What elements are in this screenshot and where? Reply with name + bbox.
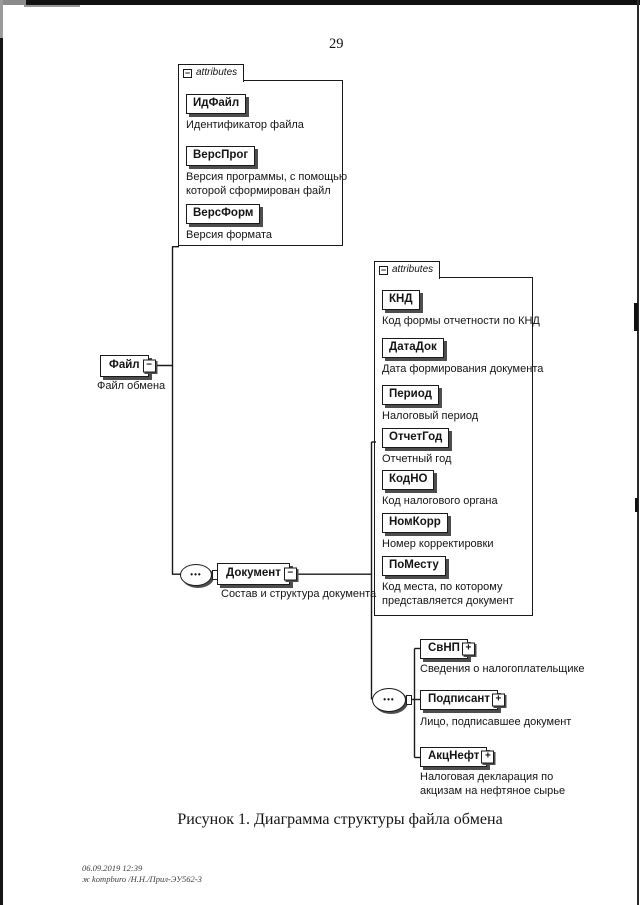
collapse-icon[interactable]: − bbox=[183, 68, 192, 78]
element-akcneft[interactable]: АкцНефт + bbox=[420, 747, 495, 767]
expand-icon[interactable]: + bbox=[481, 750, 495, 764]
attribute-datadok[interactable]: ДатаДок bbox=[382, 338, 444, 358]
scan-top-edge-gray bbox=[0, 0, 26, 5]
collapse-icon[interactable]: − bbox=[142, 359, 156, 373]
attributes-tab-label: attributes bbox=[392, 263, 434, 275]
file-attributes-tab[interactable]: − attributes bbox=[178, 64, 244, 82]
element-document-label: Документ bbox=[226, 567, 281, 579]
attribute-idfile[interactable]: ИдФайл bbox=[186, 94, 247, 114]
attribute-pomestu-description: Код места, по которому представляется до… bbox=[382, 581, 514, 607]
footer-reference: ж kompburo /Н.Н./Прил-ЭУ562-3 bbox=[82, 874, 202, 884]
attribute-versprog[interactable]: ВерсПрог bbox=[186, 146, 256, 166]
scan-right-edge bbox=[637, 0, 639, 905]
attribute-kodno[interactable]: КодНО bbox=[382, 470, 435, 490]
attribute-knd[interactable]: КНД bbox=[382, 290, 420, 310]
sequence-handle bbox=[406, 695, 412, 705]
sequence-dots: ••• bbox=[190, 570, 202, 579]
expand-icon[interactable]: + bbox=[491, 693, 505, 707]
attribute-nomkorr[interactable]: НомКорр bbox=[382, 513, 448, 533]
scan-top-edge bbox=[0, 0, 640, 5]
attribute-period[interactable]: Период bbox=[382, 385, 439, 405]
scan-left-edge-gray bbox=[0, 0, 3, 38]
element-file[interactable]: Файл − bbox=[100, 355, 156, 377]
element-document-description: Состав и структура документа bbox=[221, 588, 377, 600]
attribute-versprog-description: Версия программы, с помощью которой сфор… bbox=[186, 171, 348, 197]
element-svnp[interactable]: СвНП + bbox=[420, 639, 475, 659]
footer-datetime: 06.09.2019 12:39 bbox=[82, 863, 143, 873]
attribute-knd-description: Код формы отчетности по КНД bbox=[382, 315, 540, 327]
scan-top-smudge bbox=[24, 5, 80, 7]
element-akcneft-description: Налоговая декларация по акцизам на нефтя… bbox=[420, 771, 566, 797]
collapse-icon[interactable]: − bbox=[283, 567, 297, 581]
attribute-otchetgod-description: Отчетный год bbox=[382, 453, 452, 465]
expand-icon[interactable]: + bbox=[461, 642, 475, 656]
attribute-pomestu[interactable]: ПоМесту bbox=[382, 556, 446, 576]
sequence-icon[interactable]: ••• bbox=[180, 564, 218, 586]
attribute-idfile-description: Идентификатор файла bbox=[186, 119, 304, 131]
element-file-description: Файл обмена bbox=[97, 380, 166, 392]
document-attributes-frame bbox=[374, 277, 533, 616]
figure-caption: Рисунок 1. Диаграмма структуры файла обм… bbox=[177, 811, 503, 828]
element-podpisant[interactable]: Подписант + bbox=[420, 690, 505, 710]
element-akcneft-label: АкцНефт bbox=[428, 750, 480, 762]
element-document[interactable]: Документ − bbox=[217, 563, 297, 585]
attribute-nomkorr-description: Номер корректировки bbox=[382, 538, 494, 550]
element-file-label: Файл bbox=[109, 359, 140, 371]
document-attributes-tab[interactable]: − attributes bbox=[374, 261, 440, 279]
attribute-versform-description: Версия формата bbox=[186, 229, 272, 241]
scan-left-edge bbox=[0, 38, 3, 905]
attribute-otchetgod[interactable]: ОтчетГод bbox=[382, 428, 450, 448]
sequence-dots: ••• bbox=[383, 695, 395, 704]
attributes-tab-label: attributes bbox=[196, 66, 238, 78]
scan-right-mark bbox=[634, 303, 638, 331]
collapse-icon[interactable]: − bbox=[379, 265, 388, 275]
page-number: 29 bbox=[329, 36, 344, 52]
attribute-datadok-description: Дата формирования документа bbox=[382, 363, 544, 375]
file-attributes-frame bbox=[178, 80, 343, 246]
element-podpisant-label: Подписант bbox=[428, 693, 490, 705]
scan-right-mark-small bbox=[635, 498, 638, 512]
footer-stamp: 06.09.2019 12:39 ж kompburo /Н.Н./Прил-Э… bbox=[82, 863, 202, 885]
element-podpisant-description: Лицо, подписавшее документ bbox=[420, 716, 572, 728]
attribute-period-description: Налоговый период bbox=[382, 410, 479, 422]
element-svnp-description: Сведения о налогоплательщике bbox=[420, 663, 585, 675]
element-svnp-label: СвНП bbox=[428, 642, 460, 654]
sequence-icon[interactable]: ••• bbox=[372, 688, 412, 712]
attribute-versform[interactable]: ВерсФорм bbox=[186, 204, 261, 224]
attribute-kodno-description: Код налогового органа bbox=[382, 495, 498, 507]
